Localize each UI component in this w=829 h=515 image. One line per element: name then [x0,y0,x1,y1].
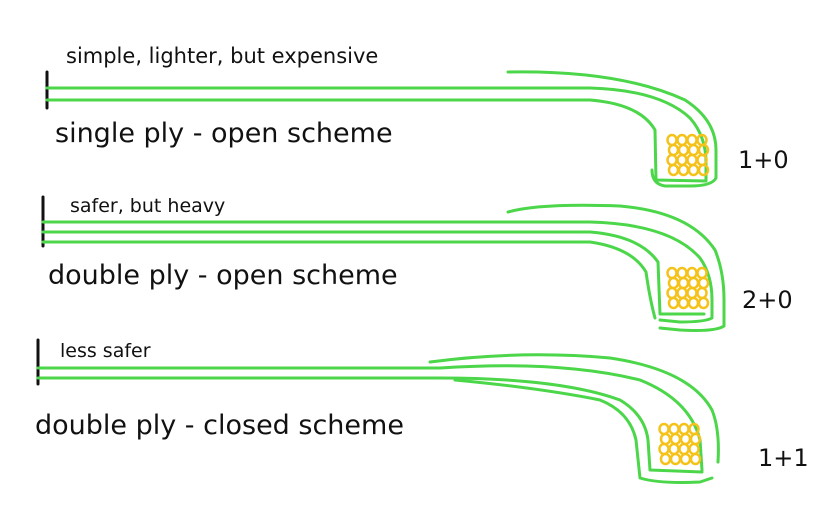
ply-line-turnup [453,378,714,484]
bead-wire [687,276,700,290]
bead-wire [666,153,678,167]
diagram-double-ply-open: safer, but heavy double ply - open schem… [41,195,793,332]
bead-wire [666,286,678,300]
ply-line-upper [45,86,708,182]
chafer-outline [506,70,718,188]
bead-wire [697,163,710,177]
bead-wire [667,163,680,177]
bead-wire [669,432,682,446]
bead-wire [686,153,698,167]
bead-wire [677,296,690,310]
diagram-note: safer, but heavy [70,195,225,217]
ply-line-middle [41,230,706,316]
bead-wire [667,276,680,290]
bead-wire-bundle [666,133,710,177]
bead-wire [666,266,678,280]
bead-wire-bundle [658,422,702,466]
diagram-single-ply-open: simple, lighter, but expensive single pl… [45,44,789,188]
bead-wire [659,452,672,466]
bead-wire [677,276,690,290]
bead-wire [658,442,670,456]
ply-code: 2+0 [742,286,793,314]
bead-wire [667,296,680,310]
bead-wire [669,452,682,466]
bead-wire [676,266,688,280]
bead-wire [676,153,688,167]
bead-wire [678,422,690,436]
bead-wire [697,276,710,290]
ply-line-lower [45,98,708,183]
bead-wire [687,143,700,157]
bead-wire [689,452,702,466]
bead-wire [666,133,678,147]
bead-wire [687,296,700,310]
bead-wire [677,143,690,157]
bead-wire [686,286,698,300]
bead-wire [668,442,680,456]
bead-wire-bundle [666,266,710,310]
chafer-outline [428,353,720,464]
bead-wire [696,266,708,280]
bead-wire [687,163,700,177]
bead-wire [676,133,688,147]
diagram-title: double ply - open scheme [48,260,398,291]
bead-wire [676,286,688,300]
diagram-note: less safer [60,340,151,362]
bead-wire [686,133,698,147]
bead-wire [678,442,690,456]
diagram-title: single ply - open scheme [55,118,393,149]
bead-wire [679,452,692,466]
bead-wire [679,432,692,446]
bead-wire [658,422,670,436]
bead-wire [688,442,700,456]
ply-code: 1+1 [758,444,809,472]
bead-wire [667,143,680,157]
bead-wire [696,286,708,300]
bead-wire [686,266,698,280]
ply-line-lower [36,376,704,474]
bead-wire [677,163,690,177]
bead-wire [659,432,672,446]
diagram-double-ply-closed: less safer double ply - closed scheme 1+… [35,338,809,484]
bead-wire [668,422,680,436]
ply-code: 1+0 [738,146,789,174]
diagram-note: simple, lighter, but expensive [66,44,378,68]
chafer-outline [506,203,726,332]
ply-line-upper [36,364,704,472]
ply-line-lower [41,240,657,320]
diagram-title: double ply - closed scheme [35,410,404,441]
bead-wire [697,296,710,310]
